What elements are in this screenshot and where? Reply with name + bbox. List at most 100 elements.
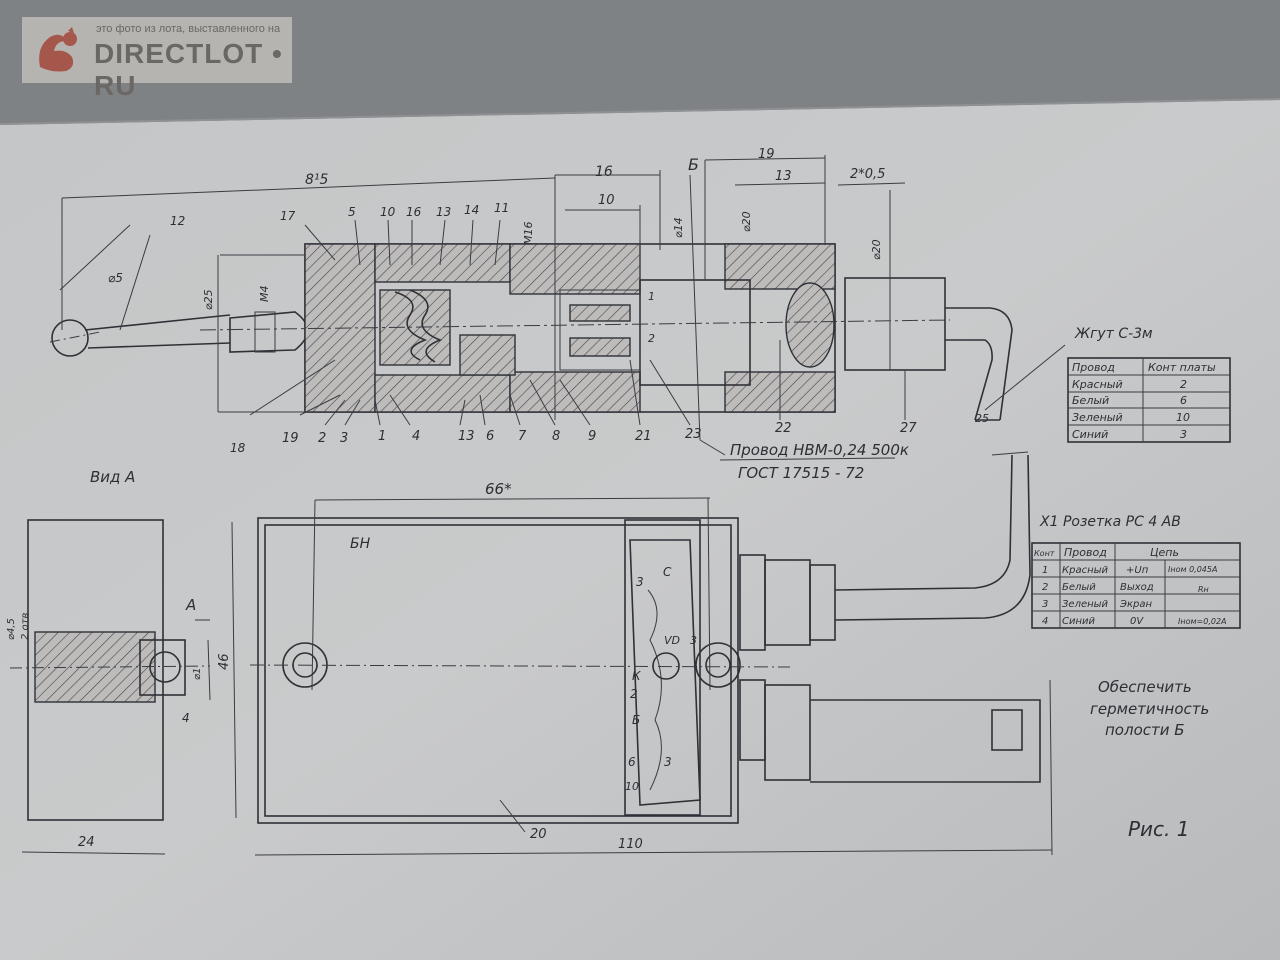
part-5: 5	[348, 205, 356, 219]
board-vd: VD	[664, 634, 680, 647]
dim-d5: ⌀5	[108, 271, 123, 285]
note-line-1: Обеспечить	[1098, 678, 1192, 696]
part-8: 8	[552, 429, 560, 444]
view-a-arrow: A	[185, 596, 196, 614]
part-14: 14	[464, 203, 479, 217]
harness-cell: Красный	[1072, 378, 1123, 391]
dim-110: 110	[618, 837, 643, 852]
part-leaders	[249, 219, 1066, 426]
socket-note: Iном=0,02А	[1178, 617, 1227, 626]
pin-2: 2	[648, 332, 655, 345]
part-20: 20	[530, 827, 547, 842]
dim-16: 16	[595, 164, 613, 180]
board-c: С	[663, 565, 672, 579]
harness-cell: Зеленый	[1072, 411, 1123, 424]
section-view	[49, 155, 1013, 461]
part-12: 12	[170, 214, 185, 228]
dim-2otv: 2 отв	[20, 613, 31, 640]
harness-cell: 3	[1180, 428, 1187, 441]
board-k: К	[632, 669, 641, 683]
board-10: 10	[625, 780, 639, 793]
dim-bn: БН	[350, 536, 371, 552]
harness-header-wire: Провод	[1072, 361, 1115, 374]
harness-title: Жгут С-3м	[1074, 326, 1153, 342]
socket-cell: Выход	[1120, 582, 1154, 593]
part-7: 7	[518, 429, 527, 444]
part-25: 25	[975, 412, 989, 425]
handle-ball	[51, 319, 89, 357]
squirrel-logo-icon	[39, 27, 77, 72]
watermark-brand: DIRECTLOT • RU	[94, 38, 283, 101]
harness-table	[1067, 357, 1231, 443]
socket-header: Провод	[1064, 546, 1107, 559]
harness-cell: Белый	[1072, 394, 1109, 407]
socket-cell: 2	[1042, 582, 1048, 593]
harness-table-text: Провод Конт платы Красный 2 Белый 6 Зеле…	[1072, 361, 1216, 441]
board-6: 6	[628, 755, 636, 769]
socket-cell: Экран	[1119, 599, 1152, 610]
connector-plug	[844, 277, 946, 371]
socket-table-text: Конт Провод Цепь 1 Красный +Uп 2 Белый В…	[1034, 546, 1227, 627]
part-19: 19	[282, 431, 299, 446]
socket-cell: Белый	[1062, 582, 1096, 593]
note-line-3: полости Б	[1105, 721, 1185, 739]
note-line-2: герметичность	[1090, 700, 1209, 718]
part-17: 17	[280, 209, 296, 223]
harness-cell: 6	[1180, 394, 1187, 407]
socket-header: Конт	[1034, 549, 1055, 558]
dim-19: 19	[758, 147, 775, 162]
part-13b: 13	[458, 429, 475, 444]
section-b-label: Б	[688, 155, 699, 174]
dim-d14: ⌀14	[672, 217, 685, 238]
view-a	[9, 519, 211, 855]
dim-24: 24	[78, 835, 95, 850]
socket-cell: Синий	[1062, 616, 1096, 627]
socket-note: Rн	[1198, 585, 1209, 594]
dim-d25: ⌀25	[202, 289, 215, 310]
part-13a: 13	[436, 205, 451, 219]
wire-spec-2: ГОСТ 17515 - 72	[738, 464, 864, 482]
dim-d1: ⌀1	[192, 668, 203, 680]
watermark-banner: это фото из лота, выставленного на DIREC…	[22, 17, 292, 101]
dim-815: 8¹5	[305, 172, 329, 188]
part-21: 21	[635, 429, 652, 444]
dim-m16: M16	[522, 222, 535, 246]
part-6: 6	[486, 429, 494, 444]
dim-d20b: ⌀20	[870, 239, 883, 260]
part-4: 4	[412, 429, 420, 444]
figure-caption: Рис. 1	[1128, 817, 1190, 841]
part-23: 23	[685, 427, 702, 442]
socket-cell: 1	[1042, 565, 1048, 576]
socket-cell: Красный	[1062, 565, 1109, 576]
socket-cell: 4	[1042, 616, 1048, 627]
socket-cell: 0V	[1130, 616, 1144, 627]
plan-view	[231, 451, 1053, 856]
part-10: 10	[380, 205, 396, 219]
part-27: 27	[900, 421, 917, 436]
socket-cell: Зеленый	[1062, 599, 1109, 610]
dim-m4: M4	[258, 286, 271, 303]
board-3a: 3	[636, 575, 644, 589]
socket-table	[1031, 542, 1241, 629]
part-18: 18	[230, 441, 246, 455]
harness-cell: 2	[1180, 378, 1187, 391]
harness-cell: 10	[1176, 411, 1190, 424]
dim-2x05: 2*0,5	[850, 167, 885, 182]
dim-66: 66*	[485, 480, 512, 498]
harness-cell: Синий	[1072, 428, 1108, 441]
socket-cell: +Uп	[1126, 565, 1149, 576]
harness-header-contact: Конт платы	[1148, 361, 1216, 374]
dim-d45: ⌀4,5	[6, 618, 17, 640]
dim-d20a: ⌀20	[740, 211, 753, 232]
dim-4: 4	[182, 711, 190, 725]
part-9: 9	[588, 429, 596, 444]
view-a-label: Вид А	[90, 468, 135, 486]
socket-title: Х1 Розетка РС 4 АВ	[1039, 514, 1181, 530]
socket-note: Iном 0,045А	[1168, 565, 1217, 574]
board-2: 2	[630, 687, 638, 701]
board-3c: 3	[664, 755, 672, 769]
drawing-labels: 8¹5 16 10 19 13 2*0,5 ⌀5 ⌀25 M4 M16 ⌀14 …	[6, 147, 1209, 852]
part-22: 22	[775, 421, 792, 436]
